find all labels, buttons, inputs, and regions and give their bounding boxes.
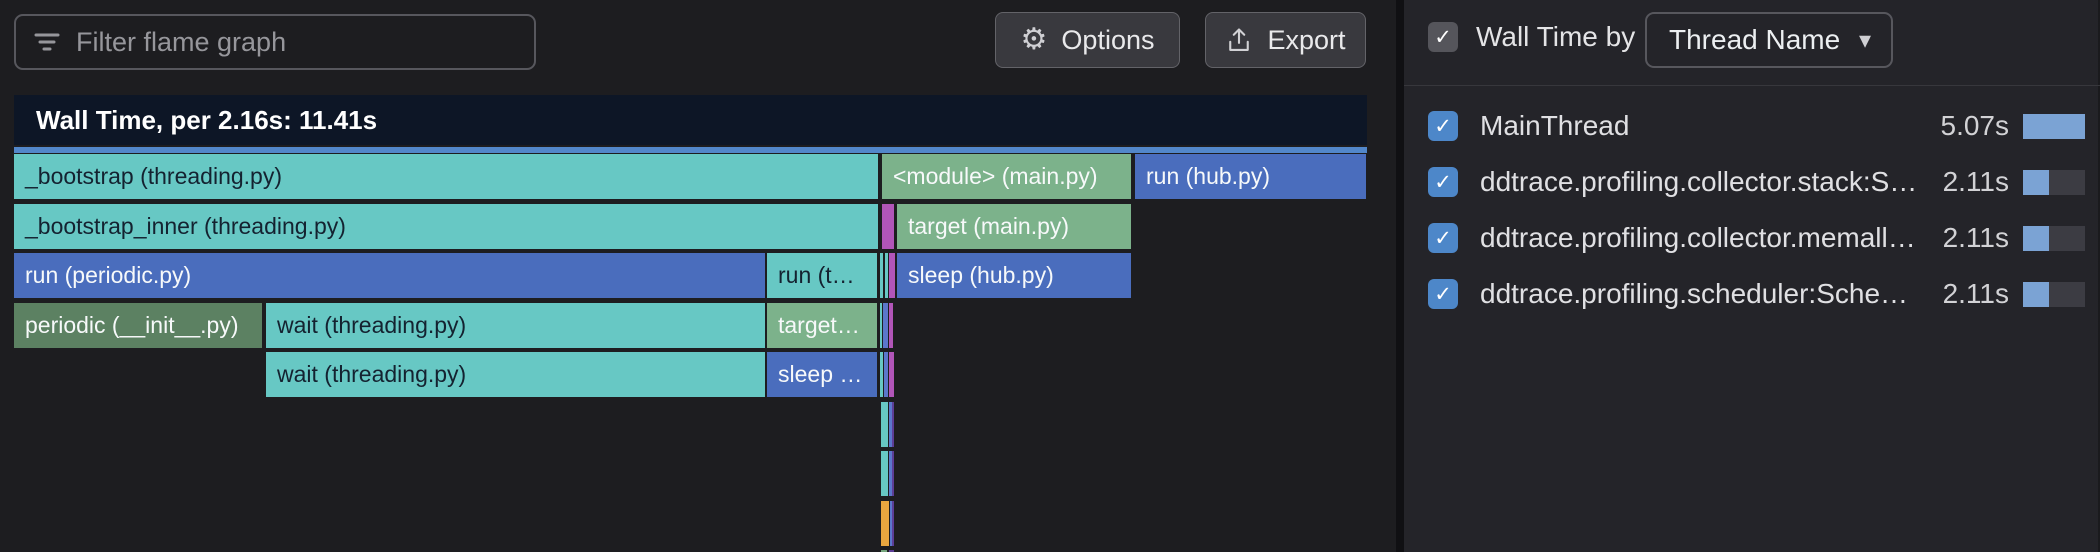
flame-frame[interactable]: wait (threading.py) xyxy=(266,303,765,348)
flame-frame-sliver[interactable] xyxy=(892,501,894,546)
thread-checkbox[interactable]: ✓ xyxy=(1428,111,1458,141)
group-by-selected-value: Thread Name xyxy=(1669,24,1841,55)
thread-row: ✓ ddtrace.profiling.collector.stack:S… 2.1… xyxy=(1404,154,2100,210)
side-panel-header: ✓ Wall Time by Thread Name ▾ xyxy=(1404,0,2100,86)
flame-panel: ⚙ Options Export Wall Time, per 2.16s: 1… xyxy=(0,12,1396,552)
export-button[interactable]: Export xyxy=(1205,12,1366,68)
flame-frame[interactable]: <module> (main.py) xyxy=(882,154,1131,199)
thread-time-bar-fill xyxy=(2023,281,2050,307)
flame-frame-sliver[interactable] xyxy=(881,501,889,546)
thread-name: ddtrace.profiling.scheduler:Sche… xyxy=(1480,278,1909,309)
flame-frame-sliver[interactable] xyxy=(880,253,883,298)
thread-time: 5.07s xyxy=(1940,110,2010,141)
side-panel: ✓ Wall Time by Thread Name ▾ ✓ MainThread… xyxy=(1404,0,2100,552)
thread-row: ✓ MainThread 5.07s xyxy=(1404,98,2100,154)
flame-frame-sliver[interactable] xyxy=(892,451,894,496)
thread-row: ✓ ddtrace.profiling.scheduler:Sche… 2.11s xyxy=(1404,266,2100,322)
wall-time-by-checkbox[interactable]: ✓ xyxy=(1428,22,1458,52)
group-by-select[interactable]: Thread Name ▾ xyxy=(1645,12,1893,68)
flame-frame[interactable]: run (t… xyxy=(767,253,877,298)
flame-frame-sliver[interactable] xyxy=(881,550,887,552)
flame-frame[interactable]: sleep (hub.py) xyxy=(897,253,1131,298)
thread-name: MainThread xyxy=(1480,110,1630,141)
gear-icon: ⚙ xyxy=(1020,22,1048,57)
flame-frame-sliver[interactable] xyxy=(889,303,893,348)
flame-frame-sliver[interactable] xyxy=(881,451,888,496)
thread-time-bar xyxy=(2023,281,2085,307)
flame-frame-sliver[interactable] xyxy=(889,253,895,298)
thread-time: 2.11s xyxy=(1942,278,2009,309)
flame-frame-sliver[interactable] xyxy=(892,402,894,447)
flame-frame-sliver[interactable] xyxy=(880,352,883,397)
flame-frame[interactable]: _bootstrap_inner (threading.py) xyxy=(14,204,878,249)
flame-frame[interactable]: _bootstrap (threading.py) xyxy=(14,154,878,199)
flame-frame-sliver[interactable] xyxy=(882,204,894,249)
flame-root-frame[interactable] xyxy=(14,147,1367,153)
thread-list: ✓ MainThread 5.07s ✓ ddtrace.profiling.colle… xyxy=(1404,98,2100,322)
panel-divider xyxy=(1396,0,1404,552)
flame-frame[interactable]: run (hub.py) xyxy=(1135,154,1366,199)
thread-time: 2.11s xyxy=(1942,222,2009,253)
thread-time-bar-fill xyxy=(2023,169,2050,195)
flame-frame[interactable]: run (periodic.py) xyxy=(14,253,765,298)
flame-frame[interactable]: periodic (__init__.py) xyxy=(14,303,262,348)
filter-icon xyxy=(34,33,60,51)
filter-input-wrapper[interactable] xyxy=(14,14,536,70)
flame-frame[interactable]: target (main.py) xyxy=(897,204,1131,249)
thread-name: ddtrace.profiling.collector.stack:S… xyxy=(1480,166,1918,197)
thread-time-bar xyxy=(2023,113,2085,139)
wall-time-by-label: Wall Time by xyxy=(1476,21,1636,52)
chevron-down-icon: ▾ xyxy=(1858,26,1871,54)
thread-row: ✓ ddtrace.profiling.collector.memall… 2.11… xyxy=(1404,210,2100,266)
flame-frame[interactable]: sleep … xyxy=(767,352,877,397)
flame-title-bar: Wall Time, per 2.16s: 11.41s xyxy=(14,95,1367,145)
thread-time-bar xyxy=(2023,169,2085,195)
thread-checkbox[interactable]: ✓ xyxy=(1428,223,1458,253)
flame-frame-sliver[interactable] xyxy=(883,303,888,348)
thread-checkbox[interactable]: ✓ xyxy=(1428,279,1458,309)
flame-frame-sliver[interactable] xyxy=(889,550,894,552)
thread-time: 2.11s xyxy=(1942,166,2009,197)
export-button-label: Export xyxy=(1267,24,1346,55)
flame-frame-sliver[interactable] xyxy=(890,501,892,546)
flame-frame[interactable]: target… xyxy=(767,303,877,348)
flame-frame-sliver[interactable] xyxy=(885,253,888,298)
flame-graph: _bootstrap (threading.py)<module> (main.… xyxy=(0,154,1396,552)
thread-time-bar xyxy=(2023,225,2085,251)
thread-time-bar-fill xyxy=(2023,225,2050,251)
options-button-label: Options xyxy=(1061,24,1155,55)
flame-frame-sliver[interactable] xyxy=(889,352,894,397)
options-button[interactable]: ⚙ Options xyxy=(995,12,1180,68)
flame-frame-sliver[interactable] xyxy=(880,303,882,348)
filter-input[interactable] xyxy=(74,25,534,59)
flame-frame-sliver[interactable] xyxy=(881,402,888,447)
export-icon xyxy=(1229,28,1250,51)
thread-time-bar-fill xyxy=(2023,113,2085,139)
flame-title-text: Wall Time, per 2.16s: 11.41s xyxy=(36,104,378,135)
flame-frame-sliver[interactable] xyxy=(884,352,888,397)
flame-frame[interactable]: wait (threading.py) xyxy=(266,352,765,397)
flame-frame-sliver[interactable] xyxy=(889,402,892,447)
thread-checkbox[interactable]: ✓ xyxy=(1428,167,1458,197)
flame-frame-sliver[interactable] xyxy=(889,451,892,496)
thread-name: ddtrace.profiling.collector.memall… xyxy=(1480,222,1916,253)
